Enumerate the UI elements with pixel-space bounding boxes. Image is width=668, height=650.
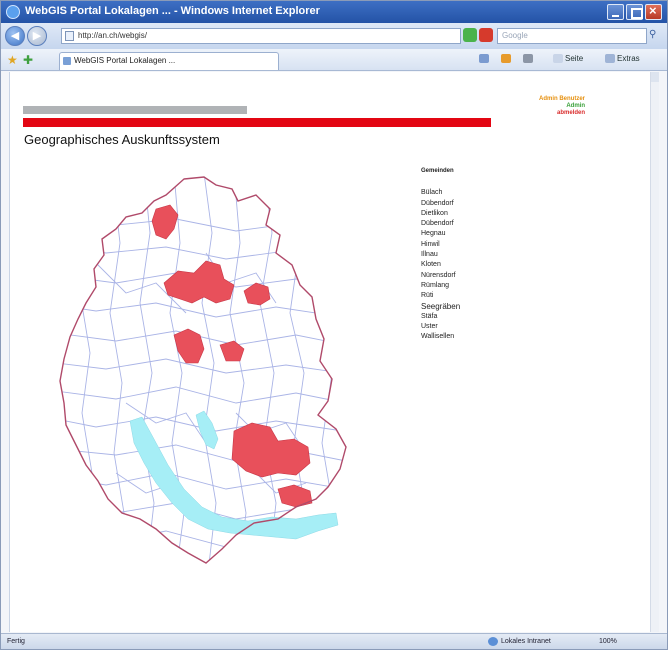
search-icon[interactable]: ⚲ xyxy=(649,29,657,40)
municipality-item[interactable]: Hegnau xyxy=(421,230,446,238)
address-bar: ◀ ▶ http://an.ch/webgis/ Google ⚲ xyxy=(1,23,667,49)
page-menu[interactable]: Seite xyxy=(553,54,583,64)
municipality-list-heading: Gemeinden xyxy=(421,168,454,174)
municipality-item[interactable]: Bülach xyxy=(421,189,443,197)
highlight-dietlikon[interactable] xyxy=(219,340,245,362)
scroll-up-button[interactable] xyxy=(651,72,659,82)
highlight-nuerensdorf[interactable] xyxy=(243,282,271,306)
highlight-uster[interactable] xyxy=(231,422,311,478)
lake-zurich xyxy=(129,416,339,540)
municipality-item[interactable]: Dübendorf xyxy=(421,220,454,228)
header-red-bar xyxy=(23,118,491,127)
tab-favicon-icon xyxy=(63,57,71,65)
search-input[interactable]: Google xyxy=(497,28,647,44)
security-zone[interactable]: Lokales Intranet xyxy=(488,634,551,649)
municipality-item[interactable]: Dübendorf xyxy=(421,199,454,207)
status-bar: Fertig Lokales Intranet 100% xyxy=(1,633,667,649)
user-info: Admin Benutzer Admin abmelden xyxy=(539,96,585,117)
municipality-item[interactable]: Nürensdorf xyxy=(421,271,456,279)
header-grey-bar xyxy=(23,106,247,114)
highlight-rueti[interactable] xyxy=(277,484,313,508)
highlight-north[interactable] xyxy=(151,204,179,240)
page-icon xyxy=(65,31,74,41)
municipality-item[interactable]: Uster xyxy=(421,323,438,331)
municipality-item[interactable]: Rüti xyxy=(421,292,434,300)
forward-button[interactable]: ▶ xyxy=(27,26,47,46)
print-icon xyxy=(523,54,533,64)
url-text: http://an.ch/webgis/ xyxy=(78,31,147,40)
tab-bar: ★ ✚ WebGIS Portal Lokalagen ... Seite Ex… xyxy=(1,49,667,71)
tab-title: WebGIS Portal Lokalagen ... xyxy=(74,56,176,65)
lakes xyxy=(129,410,339,540)
canton-outline xyxy=(59,176,347,564)
municipality-item[interactable]: Stäfa xyxy=(421,312,438,320)
logout-link[interactable]: abmelden xyxy=(556,110,585,116)
municipality-item[interactable]: Seegräben xyxy=(421,301,461,311)
feeds-icon xyxy=(501,54,511,64)
feeds-button[interactable] xyxy=(501,54,513,64)
municipality-item[interactable]: Kloten xyxy=(421,261,441,269)
add-favorites-icon[interactable]: ✚ xyxy=(23,53,34,67)
home-button[interactable] xyxy=(479,54,491,64)
highlight-duebendorf[interactable] xyxy=(173,328,205,364)
window-title: WebGIS Portal Lokalagen ... - Windows In… xyxy=(25,5,320,17)
highlighted-municipalities xyxy=(151,204,313,508)
lake-greifensee xyxy=(195,410,219,450)
title-bar: WebGIS Portal Lokalagen ... - Windows In… xyxy=(1,1,667,23)
stop-button[interactable] xyxy=(479,28,493,42)
status-text: Fertig xyxy=(7,638,25,645)
page-menu-icon xyxy=(553,54,563,64)
municipality-item[interactable]: Hinwil xyxy=(421,240,440,248)
close-button[interactable] xyxy=(645,4,662,20)
intranet-globe-icon xyxy=(488,636,498,646)
municipality-item[interactable]: Rümlang xyxy=(421,281,450,289)
municipality-item[interactable]: Wallisellen xyxy=(421,333,455,341)
tools-icon xyxy=(605,54,615,64)
municipality-list: Gemeinden Bülach Dübendorf Dietlikon Düb… xyxy=(421,166,460,343)
home-icon xyxy=(479,54,489,64)
tools-menu[interactable]: Extras xyxy=(605,54,640,64)
user-name-link[interactable]: Admin Benutzer xyxy=(538,96,585,102)
user-role-link[interactable]: Admin xyxy=(566,103,585,109)
print-button[interactable] xyxy=(523,54,535,64)
ie-logo-icon xyxy=(6,5,20,19)
url-input[interactable]: http://an.ch/webgis/ xyxy=(61,28,461,44)
maximize-button[interactable] xyxy=(626,4,643,20)
minimize-button[interactable] xyxy=(607,4,624,20)
municipality-item[interactable]: Dietlikon xyxy=(421,209,448,217)
municipality-map[interactable] xyxy=(56,173,356,573)
vertical-scrollbar[interactable] xyxy=(650,72,659,632)
page-title: Geographisches Auskunftssystem xyxy=(24,132,220,147)
refresh-button[interactable] xyxy=(463,28,477,42)
favorites-star-icon[interactable]: ★ xyxy=(7,53,18,67)
municipality-item[interactable]: Illnau xyxy=(421,251,438,259)
highlight-kloten[interactable] xyxy=(163,260,235,304)
browser-tab[interactable]: WebGIS Portal Lokalagen ... xyxy=(59,52,279,70)
back-button[interactable]: ◀ xyxy=(5,26,25,46)
zoom-level[interactable]: 100% xyxy=(599,638,617,645)
